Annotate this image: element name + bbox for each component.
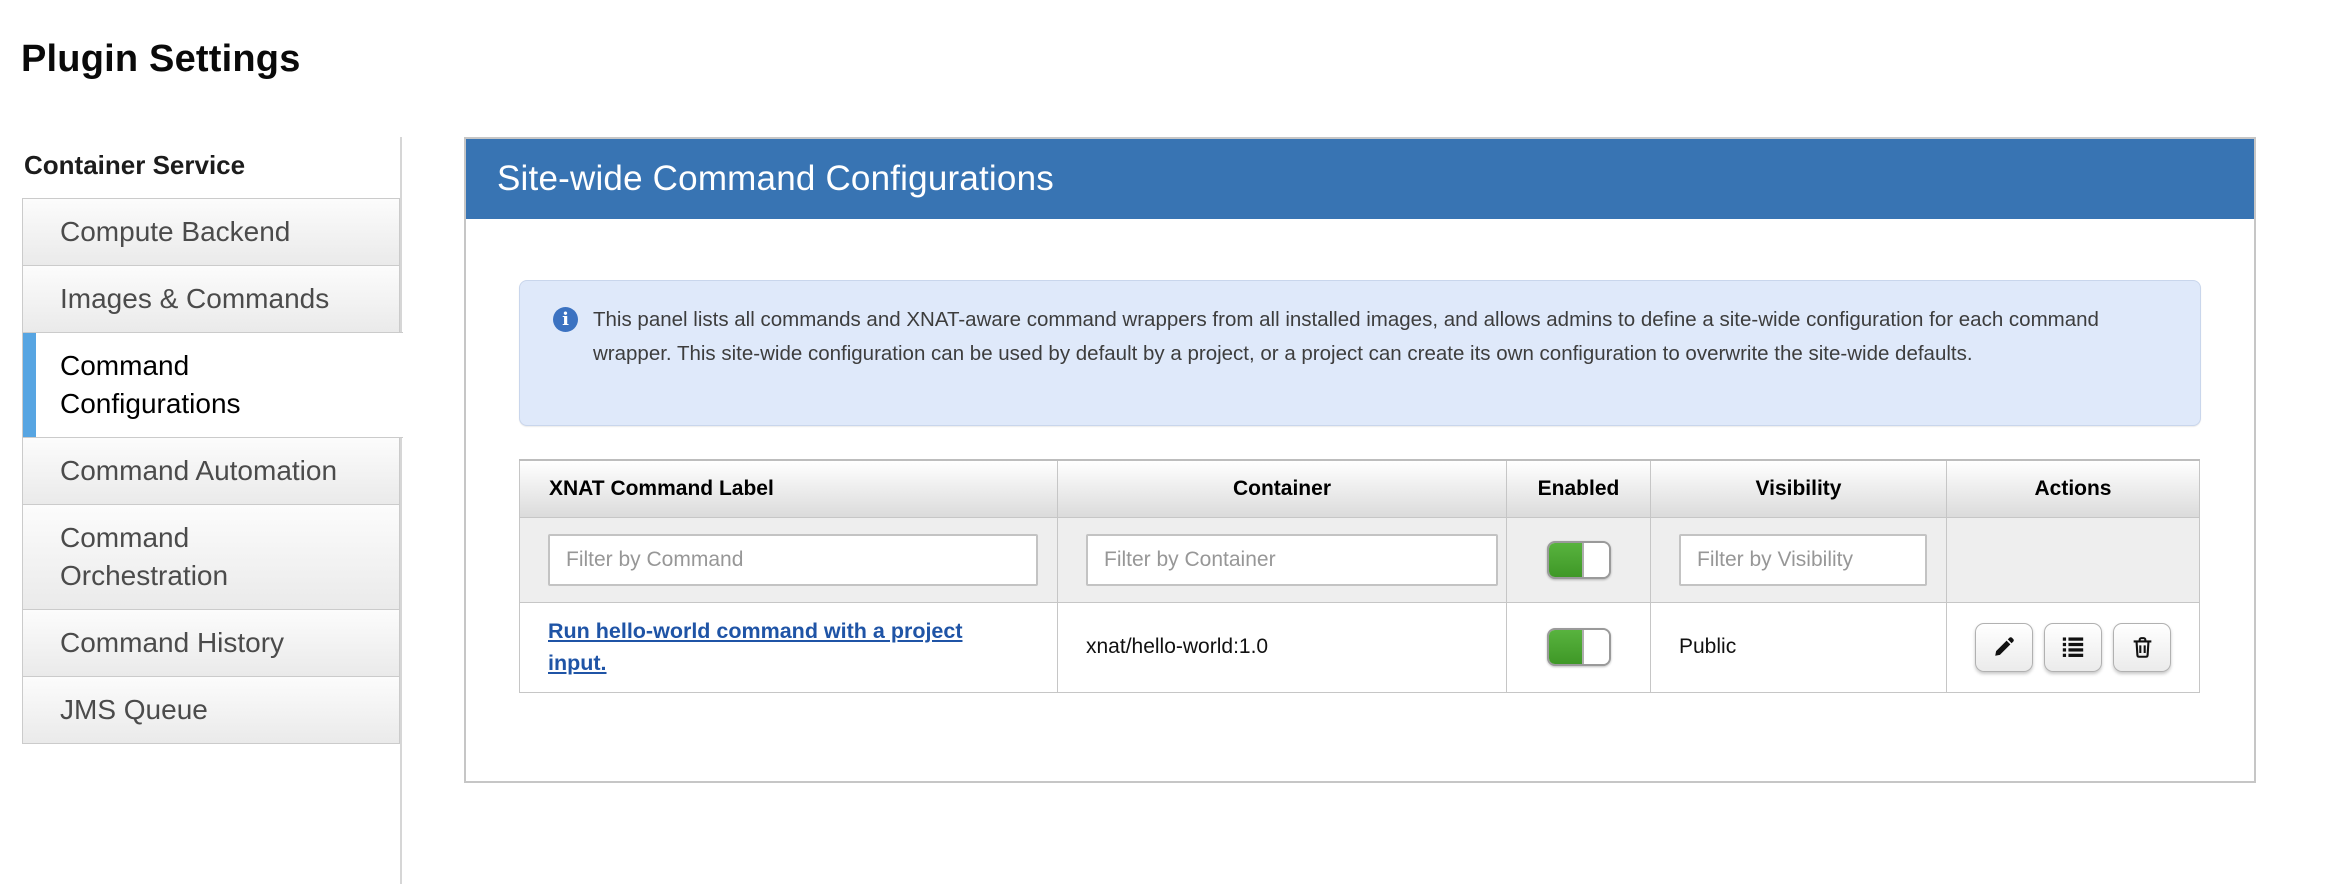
sidebar-item-label: Command Orchestration	[60, 522, 229, 591]
sidebar-item-compute-backend[interactable]: Compute Backend	[22, 198, 400, 266]
sidebar-item-label: Compute Backend	[60, 216, 291, 247]
container-image-name: xnat/hello-world:1.0	[1086, 635, 1269, 658]
enabled-filter-toggle[interactable]	[1546, 540, 1611, 579]
info-message-text: This panel lists all commands and XNAT-a…	[593, 308, 2099, 365]
row-actions	[1948, 622, 2198, 672]
column-header-actions: Actions	[1946, 459, 2200, 518]
visibility-value: Public	[1679, 635, 1737, 658]
command-config-row: Run hello-world command with a project i…	[519, 601, 2200, 693]
actions-filter-cell	[1946, 516, 2200, 603]
list-icon	[2060, 634, 2086, 660]
sidebar-item-images-commands[interactable]: Images & Commands	[22, 265, 400, 333]
sidebar-item-command-history[interactable]: Command History	[22, 609, 400, 677]
toggle-on-segment	[1548, 630, 1582, 664]
command-wrapper-link[interactable]: Run hello-world command with a project i…	[548, 619, 963, 675]
sidebar-item-label: Images & Commands	[60, 283, 330, 314]
site-wide-command-configurations-panel: Site-wide Command Configurations i This …	[464, 137, 2256, 783]
sidebar-item-label: Command Automation	[60, 455, 338, 486]
info-message: i This panel lists all commands and XNAT…	[519, 280, 2201, 426]
pencil-icon	[1991, 634, 2017, 660]
sidebar-item-jms-queue[interactable]: JMS Queue	[22, 676, 400, 744]
command-configurations-table: XNAT Command Label Container Enabled Vis…	[519, 459, 2200, 693]
enabled-toggle[interactable]	[1546, 628, 1611, 666]
sidebar-item-label: Command Configurations	[60, 350, 241, 419]
column-header-container: Container	[1057, 459, 1507, 518]
sidebar-item-label: JMS Queue	[60, 694, 208, 725]
toggle-on-segment	[1548, 542, 1582, 577]
toggle-knob	[1581, 630, 1609, 664]
sidebar: Container Service Compute Backend Images…	[22, 150, 403, 744]
panel-body: i This panel lists all commands and XNAT…	[466, 219, 2254, 693]
sidebar-divider	[400, 137, 402, 884]
sidebar-item-command-configurations[interactable]: Command Configurations	[22, 332, 403, 438]
delete-button[interactable]	[2113, 622, 2171, 672]
trash-icon	[2130, 635, 2155, 660]
table-filter-row	[519, 516, 2200, 603]
panel-title: Site-wide Command Configurations	[466, 139, 2254, 219]
sidebar-item-command-orchestration[interactable]: Command Orchestration	[22, 504, 400, 610]
page-title: Plugin Settings	[21, 38, 301, 80]
sidebar-item-label: Command History	[60, 627, 285, 658]
view-config-button[interactable]	[2044, 622, 2102, 672]
filter-by-container-input[interactable]	[1086, 533, 1498, 586]
column-header-enabled: Enabled	[1506, 459, 1651, 518]
table-header-row: XNAT Command Label Container Enabled Vis…	[519, 459, 2200, 518]
column-header-visibility: Visibility	[1650, 459, 1947, 518]
column-header-xnat-command-label: XNAT Command Label	[519, 459, 1058, 518]
edit-button[interactable]	[1975, 622, 2033, 672]
sidebar-item-command-automation[interactable]: Command Automation	[22, 437, 400, 505]
info-circle-icon: i	[553, 307, 578, 332]
sidebar-header: Container Service	[24, 150, 246, 180]
filter-by-visibility-input[interactable]	[1679, 533, 1927, 586]
toggle-knob	[1581, 542, 1609, 577]
filter-by-command-input[interactable]	[548, 533, 1038, 586]
